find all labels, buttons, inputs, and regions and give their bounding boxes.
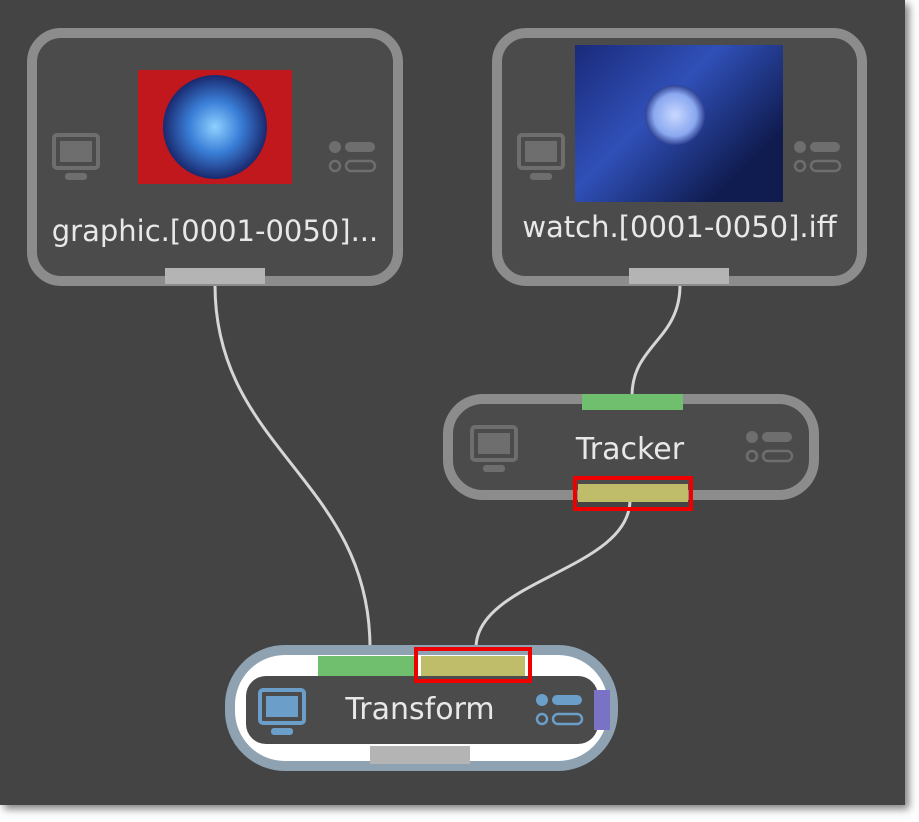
monitor-icon[interactable] xyxy=(52,133,102,187)
node-graph-canvas[interactable]: graphic.[0001-0050]... watch.[0001-0050]… xyxy=(0,0,905,805)
output-port[interactable] xyxy=(370,746,470,764)
node-label: Tracker xyxy=(575,432,685,467)
highlight-box xyxy=(573,476,693,511)
side-port[interactable] xyxy=(594,690,610,730)
wire-watch-to-tracker[interactable] xyxy=(630,284,682,397)
wire-tracker-to-transform[interactable] xyxy=(474,499,632,649)
options-icon[interactable] xyxy=(535,692,585,736)
output-port-selected[interactable] xyxy=(578,484,688,502)
options-icon[interactable] xyxy=(328,139,378,183)
watch-thumbnail xyxy=(575,45,783,202)
connections xyxy=(213,284,682,649)
highlight-box xyxy=(414,647,532,683)
monitor-icon[interactable] xyxy=(258,688,308,742)
monitor-icon[interactable] xyxy=(517,133,567,187)
wire-graphic-to-transform[interactable] xyxy=(213,284,372,649)
graphic-thumbnail xyxy=(138,70,292,184)
output-port[interactable] xyxy=(629,268,729,284)
node-label: watch.[0001-0050].iff xyxy=(522,210,837,244)
monitor-icon[interactable] xyxy=(470,425,520,479)
input-port[interactable] xyxy=(318,656,416,676)
input-port-selected[interactable] xyxy=(421,656,525,676)
input-port[interactable] xyxy=(582,394,683,410)
options-icon[interactable] xyxy=(793,139,843,183)
node-label: Transform xyxy=(345,692,495,727)
options-icon[interactable] xyxy=(745,429,795,473)
node-label: graphic.[0001-0050]... xyxy=(51,214,379,248)
output-port[interactable] xyxy=(165,268,265,284)
